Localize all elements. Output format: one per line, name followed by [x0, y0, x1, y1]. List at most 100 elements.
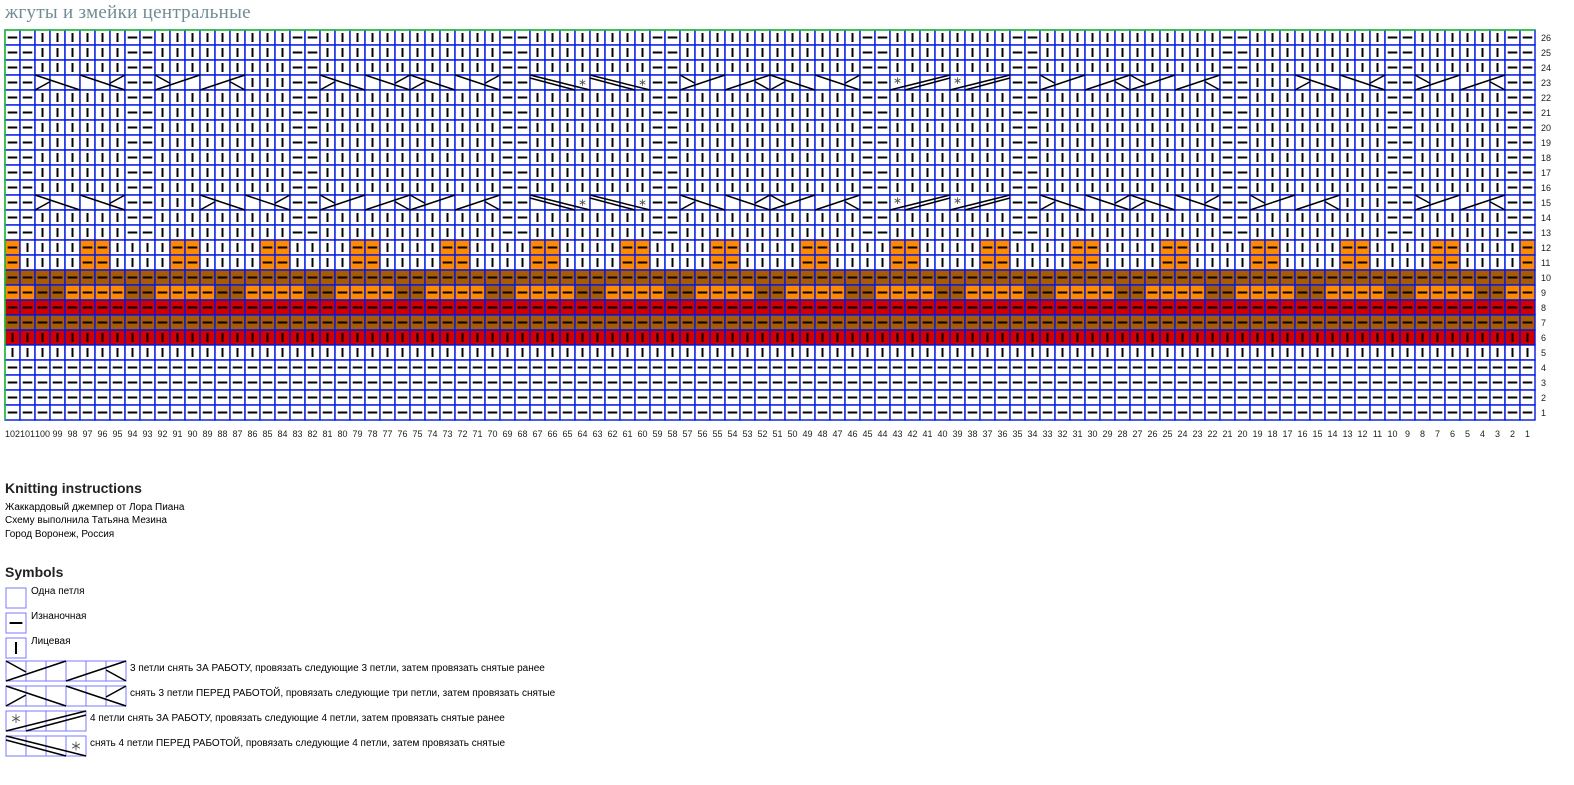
purl-symbol	[22, 51, 33, 54]
knit-symbol	[1331, 348, 1334, 357]
knit-symbol	[356, 213, 359, 222]
purl-symbol	[1462, 396, 1473, 399]
knit-symbol	[1286, 333, 1289, 342]
knit-symbol	[1211, 63, 1214, 72]
knit-symbol	[401, 93, 404, 102]
knit-symbol	[356, 228, 359, 237]
knit-symbol	[701, 93, 704, 102]
knit-symbol	[56, 138, 59, 147]
knit-symbol	[416, 213, 419, 222]
knit-symbol	[1376, 48, 1379, 57]
knit-symbol	[71, 228, 74, 237]
purl-symbol	[157, 381, 168, 384]
purl-symbol	[637, 396, 648, 399]
knit-symbol	[1331, 228, 1334, 237]
knit-symbol	[761, 168, 764, 177]
knit-symbol	[1196, 333, 1199, 342]
knit-symbol	[1061, 213, 1064, 222]
knit-symbol	[851, 63, 854, 72]
knit-symbol	[1136, 63, 1139, 72]
knit-symbol	[1376, 153, 1379, 162]
knit-symbol	[1136, 258, 1139, 267]
purl-symbol	[607, 366, 618, 369]
knit-symbol	[611, 183, 614, 192]
knit-symbol	[371, 63, 374, 72]
knit-symbol	[281, 48, 284, 57]
knit-symbol	[236, 243, 239, 252]
purl-symbol	[1462, 276, 1473, 279]
knit-symbol	[821, 108, 824, 117]
purl-symbol	[1297, 276, 1308, 279]
purl-symbol	[1402, 381, 1413, 384]
purl-symbol	[1477, 306, 1488, 309]
purl-symbol	[337, 276, 348, 279]
knit-symbol	[926, 93, 929, 102]
purl-symbol	[322, 306, 333, 309]
knit-symbol	[1421, 93, 1424, 102]
knit-symbol	[416, 153, 419, 162]
purl-symbol	[142, 291, 153, 294]
purl-symbol	[1297, 366, 1308, 369]
knit-symbol	[1316, 228, 1319, 237]
purl-symbol	[127, 231, 138, 234]
knit-symbol	[296, 243, 299, 252]
purl-symbol	[1072, 321, 1083, 324]
purl-symbol	[952, 366, 963, 369]
purl-symbol	[22, 111, 33, 114]
knit-symbol	[1046, 243, 1049, 252]
purl-symbol	[862, 366, 873, 369]
knit-symbol	[551, 228, 554, 237]
purl-symbol	[862, 141, 873, 144]
purl-symbol	[847, 306, 858, 309]
knit-symbol	[26, 243, 29, 252]
purl-symbol	[1177, 366, 1188, 369]
knit-symbol	[1181, 183, 1184, 192]
purl-symbol	[1042, 366, 1053, 369]
knit-symbol	[1481, 228, 1484, 237]
purl-symbol	[67, 366, 78, 369]
knit-symbol	[1166, 333, 1169, 342]
knit-symbol	[416, 228, 419, 237]
purl-symbol	[622, 366, 633, 369]
purl-symbol	[7, 306, 18, 309]
knit-symbol	[806, 123, 809, 132]
purl-symbol	[1522, 246, 1533, 249]
knit-symbol	[371, 213, 374, 222]
purl-symbol	[127, 201, 138, 204]
purl-symbol	[157, 366, 168, 369]
purl-symbol	[1522, 111, 1533, 114]
knit-symbol	[236, 33, 239, 42]
knit-symbol	[1211, 153, 1214, 162]
purl-symbol	[1027, 111, 1038, 114]
knit-symbol	[941, 333, 944, 342]
purl-symbol	[142, 66, 153, 69]
knit-symbol	[1046, 213, 1049, 222]
knit-symbol	[1076, 93, 1079, 102]
purl-symbol	[1417, 291, 1428, 294]
knit-symbol	[701, 153, 704, 162]
knit-symbol	[1226, 348, 1229, 357]
knit-symbol	[911, 183, 914, 192]
chart-row-10	[4, 269, 1536, 286]
knit-symbol	[326, 63, 329, 72]
knit-symbol	[191, 333, 194, 342]
purl-symbol	[1312, 321, 1323, 324]
purl-symbol	[1027, 81, 1038, 84]
purl-symbol	[22, 381, 33, 384]
purl-symbol	[247, 291, 258, 294]
knit-symbol	[1301, 93, 1304, 102]
knit-symbol	[806, 213, 809, 222]
purl-symbol	[1387, 366, 1398, 369]
knit-symbol	[821, 168, 824, 177]
knit-symbol	[1271, 213, 1274, 222]
purl-symbol	[367, 306, 378, 309]
knit-symbol	[326, 138, 329, 147]
knit-symbol	[1121, 153, 1124, 162]
knit-symbol	[1481, 108, 1484, 117]
knit-symbol	[1316, 138, 1319, 147]
purl-symbol	[1012, 81, 1023, 84]
purl-symbol	[502, 381, 513, 384]
knit-symbol	[746, 348, 749, 357]
knit-symbol	[731, 48, 734, 57]
purl-symbol	[1012, 306, 1023, 309]
